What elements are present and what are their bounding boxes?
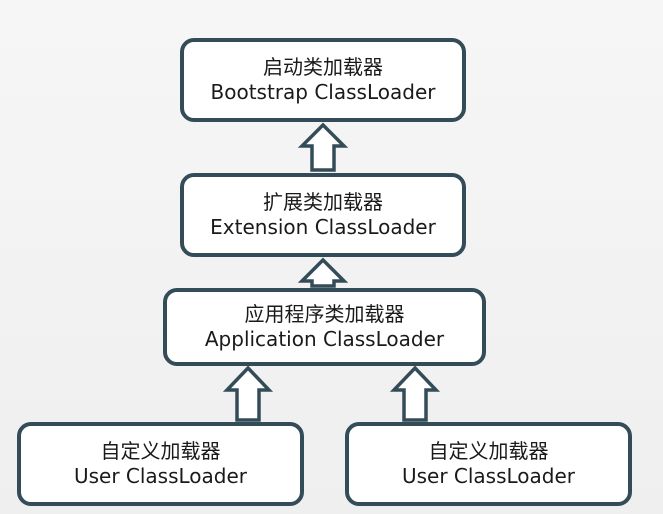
node-label-zh: 应用程序类加载器: [244, 302, 405, 326]
node-application-classloader: 应用程序类加载器 Application ClassLoader: [163, 288, 486, 366]
node-label-en: User ClassLoader: [73, 464, 248, 488]
arrow-application-to-extension: [297, 257, 349, 288]
node-label-zh: 扩展类加载器: [263, 190, 383, 214]
node-label-en: User ClassLoader: [401, 464, 576, 488]
arrow-extension-to-bootstrap: [297, 122, 349, 172]
node-extension-classloader: 扩展类加载器 Extension ClassLoader: [180, 173, 466, 257]
node-label-zh: 启动类加载器: [263, 55, 383, 79]
node-user-classloader-left: 自定义加载器 User ClassLoader: [17, 422, 304, 506]
node-bootstrap-classloader: 启动类加载器 Bootstrap ClassLoader: [180, 38, 466, 122]
arrow-user-right-to-application: [389, 365, 441, 422]
node-label-en: Application ClassLoader: [204, 327, 445, 351]
node-label-en: Bootstrap ClassLoader: [210, 80, 436, 104]
node-label-zh: 自定义加载器: [428, 439, 549, 463]
arrow-user-left-to-application: [222, 365, 274, 422]
node-label-zh: 自定义加载器: [100, 439, 221, 463]
node-user-classloader-right: 自定义加载器 User ClassLoader: [345, 422, 632, 506]
node-label-en: Extension ClassLoader: [210, 215, 436, 239]
